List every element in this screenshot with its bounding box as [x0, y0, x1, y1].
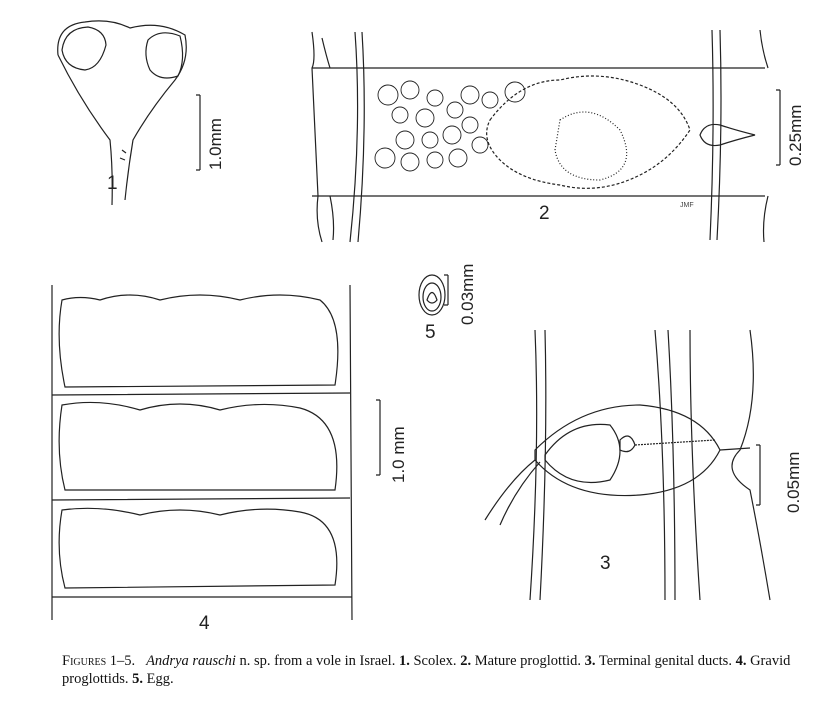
figure-5-number: 5: [425, 322, 436, 343]
caption-item-number: 1.: [398, 653, 410, 669]
figure-3-number: 3: [600, 553, 611, 574]
caption-item-number: 3.: [584, 653, 596, 669]
figure-5-scale-label: 0.03mm: [458, 263, 477, 325]
caption-prefix: Figures 1–5.: [62, 653, 136, 669]
genital-ducts-drawing: [484, 329, 771, 601]
figure-4-scale-label: 1.0 mm: [389, 426, 408, 483]
caption-item-text: Terminal genital ducts.: [595, 653, 736, 669]
scolex-drawing: [57, 20, 201, 206]
gravid-proglottids-drawing: [51, 284, 381, 621]
figure-1-number: 1: [107, 173, 118, 194]
caption-item-number: 2.: [460, 653, 472, 669]
caption-text: n. sp. from a vole in Israel.: [235, 653, 399, 669]
caption-item-number: 5.: [132, 671, 143, 687]
illustrator-signature: JMF: [680, 202, 694, 209]
mature-proglottid-drawing: [311, 29, 781, 243]
figure-4-number: 4: [199, 613, 210, 634]
caption-species: Andrya rauschi: [146, 653, 236, 669]
caption-item-number: 4.: [735, 653, 747, 669]
figure-2-scale-label: 0.25mm: [786, 104, 805, 166]
figure-caption: Figures 1–5. Andrya rauschi n. sp. from …: [62, 652, 802, 688]
caption-item-text: Gravid proglottids.: [62, 653, 791, 687]
figure-1-scale-label: 1.0mm: [206, 118, 225, 170]
caption-item-text: Mature proglottid.: [471, 653, 585, 669]
egg-drawing: [418, 274, 449, 316]
caption-item-text: Scolex.: [409, 653, 461, 669]
figure-3-scale-label: 0.05mm: [784, 451, 803, 513]
figure-2-number: 2: [539, 203, 550, 224]
caption-item-text: Egg.: [142, 671, 174, 687]
